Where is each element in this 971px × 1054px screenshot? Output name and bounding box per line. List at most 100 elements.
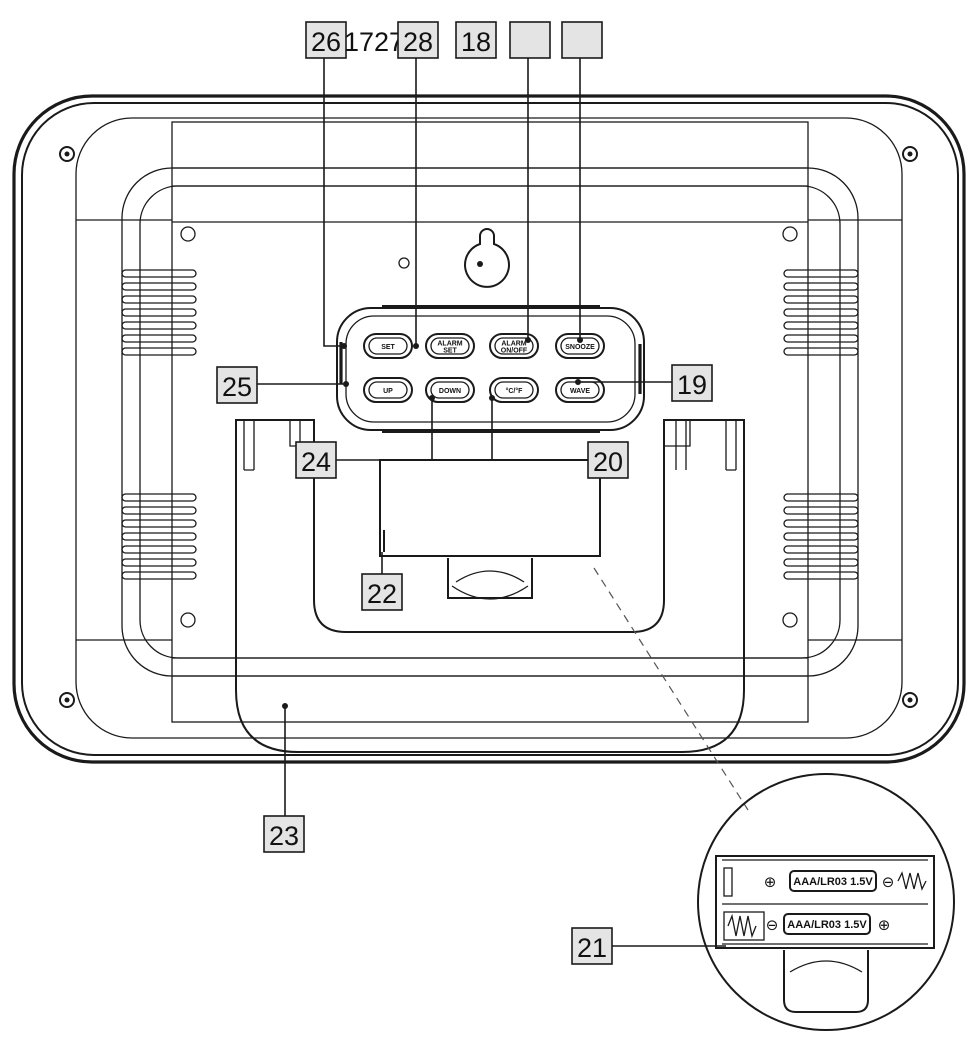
- battery-top: [789, 870, 877, 892]
- callout-25: 25: [216, 366, 258, 404]
- spring-bottom-holder: [723, 911, 765, 941]
- vent-slot: [783, 308, 859, 317]
- plus-symbol-bottom: ⊕: [878, 916, 891, 934]
- callout-26: 26: [305, 21, 347, 59]
- sensor-hole: [398, 257, 410, 269]
- button-set[interactable]: SET: [363, 333, 413, 359]
- screw-bottom-right: [902, 692, 918, 708]
- vent-slot: [121, 269, 197, 278]
- vent-slot: [783, 532, 859, 541]
- housing-inner-edge: [21, 102, 959, 756]
- vent-slot: [121, 347, 197, 356]
- mount-hole-tl: [180, 226, 196, 242]
- callout-17-27: 1727: [344, 27, 404, 57]
- callout-22: 22: [361, 573, 403, 611]
- wall-hanger-keyhole: [464, 228, 510, 288]
- vent-slot: [783, 545, 859, 554]
- vent-slot: [121, 493, 197, 502]
- battery-bottom-label: AAA/LR03 1.5V: [787, 919, 867, 931]
- button-label: °C/°F: [506, 387, 524, 395]
- battery-compartment: [715, 855, 935, 949]
- svg-text:25: 25: [222, 372, 252, 402]
- vent-slot: [783, 295, 859, 304]
- callout-20: 20: [587, 441, 629, 479]
- svg-text:24: 24: [301, 447, 331, 477]
- button-label: WAVE: [570, 388, 590, 395]
- callouts: 26 1727 28 18 25 19 24 20: [216, 21, 713, 965]
- screw-top-left: [59, 146, 75, 162]
- zoom-circle: [697, 773, 955, 1031]
- mount-hole-bl: [180, 612, 196, 628]
- plus-symbol-top: ⊕: [764, 873, 777, 891]
- minus-symbol-bottom: ⊖: [766, 916, 779, 934]
- button-label: DOWN: [439, 388, 461, 395]
- vent-slot: [121, 558, 197, 567]
- battery-door-outline: [379, 459, 601, 557]
- callout-28: 28: [397, 21, 439, 59]
- mount-hole-tr: [782, 226, 798, 242]
- svg-text:23: 23: [269, 821, 299, 851]
- button-label: UP: [383, 388, 393, 395]
- button--c-f[interactable]: °C/°F: [489, 377, 539, 403]
- zoom-leader: [593, 567, 749, 811]
- callout-23: 23: [263, 815, 305, 853]
- vent-slot: [783, 493, 859, 502]
- vent-slots: [121, 269, 859, 580]
- vent-slot: [121, 571, 197, 580]
- button-panel: [336, 305, 645, 433]
- rear-panel-outline: [75, 117, 903, 739]
- callout-blank-2: [561, 21, 603, 59]
- vent-slot: [783, 558, 859, 567]
- svg-text:20: 20: [593, 447, 623, 477]
- button-label: ALARM: [437, 341, 462, 348]
- housing-outer-edge: [12, 94, 966, 764]
- svg-text:22: 22: [367, 579, 397, 609]
- zoom-latch: [783, 950, 869, 1013]
- svg-text:21: 21: [577, 933, 607, 963]
- button-label: SNOOZE: [565, 344, 595, 351]
- vent-slot: [783, 282, 859, 291]
- leader-20: [491, 398, 590, 461]
- housing: [12, 94, 966, 764]
- spring-top: [897, 871, 927, 891]
- callout-21: 21: [571, 927, 613, 965]
- vent-slot: [783, 269, 859, 278]
- button-down[interactable]: DOWN: [425, 377, 475, 403]
- vent-slot: [121, 308, 197, 317]
- vent-slot: [783, 347, 859, 356]
- stand-outline: [235, 419, 745, 753]
- callout-18: 18: [455, 21, 497, 59]
- vent-slot: [783, 571, 859, 580]
- vent-slot: [121, 334, 197, 343]
- inner-frame: [171, 121, 809, 723]
- vent-slot: [121, 545, 197, 554]
- battery-door: [379, 459, 601, 600]
- button-up[interactable]: UP: [363, 377, 413, 403]
- callout-19: 19: [671, 364, 713, 402]
- battery-compartment-zoom: AAA/LR03 1.5V ⊕ ⊖ AAA/LR03 1.5V ⊖ ⊕: [697, 773, 955, 1031]
- button-label: ALARM: [501, 341, 526, 348]
- vent-slot: [121, 282, 197, 291]
- vent-slot: [783, 334, 859, 343]
- button-label: ON/OFF: [501, 348, 528, 355]
- button-panel-outer: [336, 307, 645, 431]
- battery-bottom: [783, 913, 871, 935]
- vent-slot: [121, 519, 197, 528]
- vent-slot: [783, 519, 859, 528]
- screw-bottom-left: [59, 692, 75, 708]
- svg-text:28: 28: [403, 27, 433, 57]
- callout-24: 24: [295, 441, 337, 479]
- screws: [59, 146, 918, 708]
- svg-text:26: 26: [311, 27, 341, 57]
- leader-24: [334, 398, 433, 461]
- vent-slot: [121, 532, 197, 541]
- button-label: SET: [381, 344, 395, 351]
- spring-bottom: [727, 913, 757, 939]
- battery-top-label: AAA/LR03 1.5V: [793, 876, 873, 888]
- mount-hole-br: [782, 612, 798, 628]
